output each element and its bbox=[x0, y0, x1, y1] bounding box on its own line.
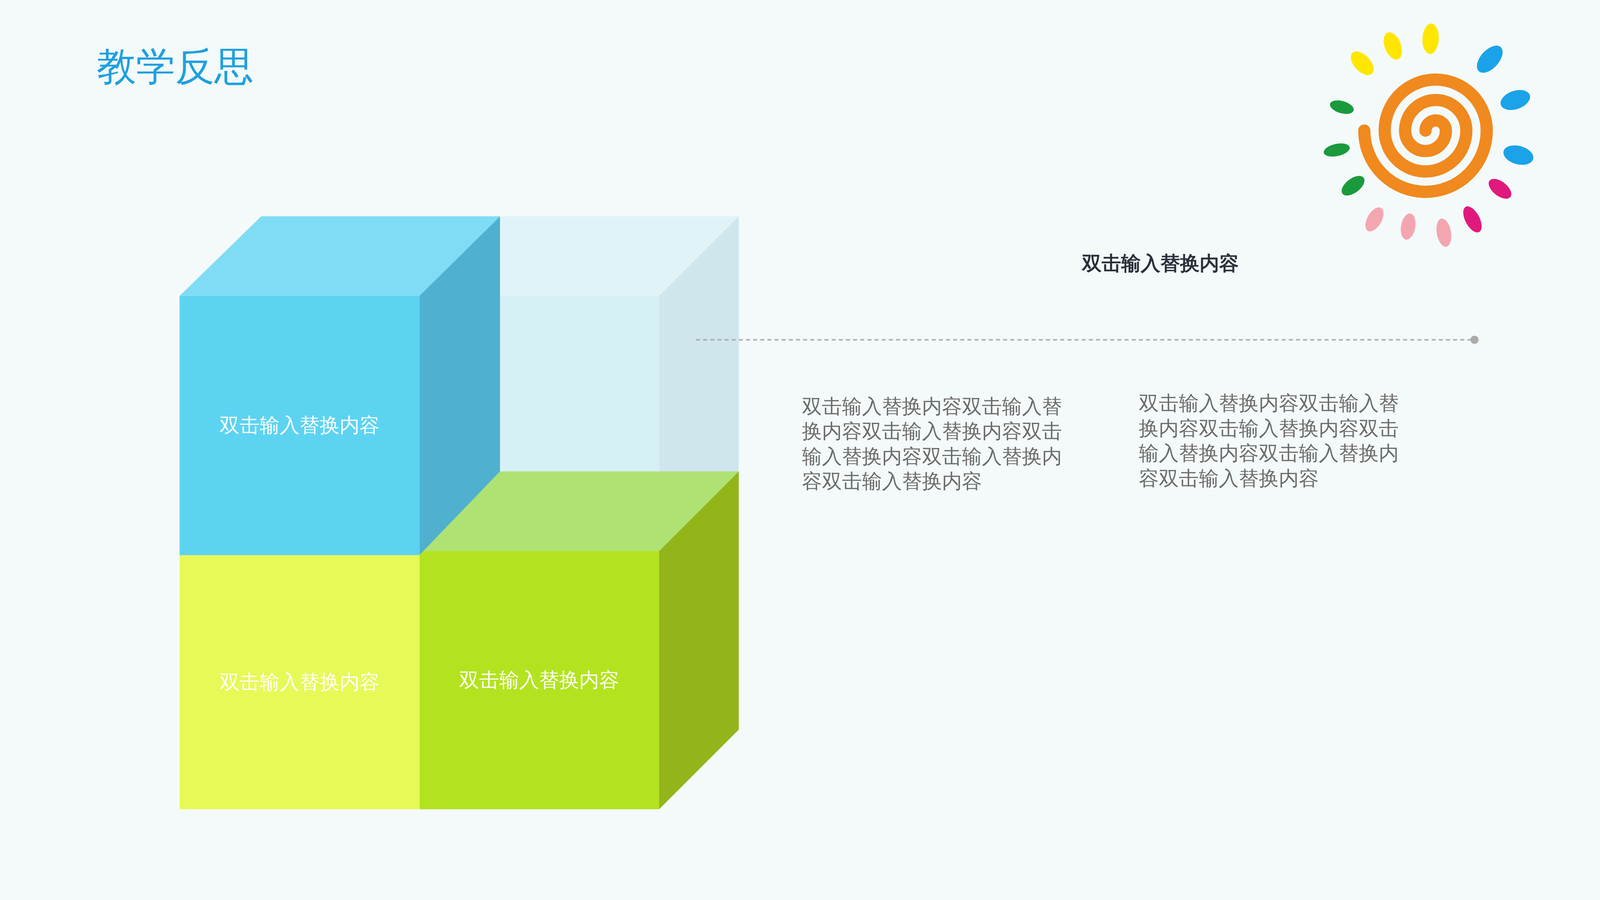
leader-dot bbox=[1470, 335, 1479, 344]
leader-line bbox=[696, 339, 1475, 341]
cube-face bbox=[179, 555, 420, 810]
cube-face bbox=[659, 471, 739, 810]
body-text: 双击输入替换内容双击输入替换内容双击输入替换内容双击输入替换内容双击输入替换内容… bbox=[1138, 390, 1413, 491]
page-title: 教学反思 bbox=[96, 40, 254, 94]
box-text: 双击输入替换内容 bbox=[219, 668, 380, 696]
cube-face bbox=[419, 216, 500, 556]
body-text: 双击输入替换内容双击输入替换内容双击输入替换内容双击输入替换内容双击输入替换内容… bbox=[802, 394, 1076, 494]
box-text: 双击输入替换内容 bbox=[459, 666, 620, 694]
cube-face bbox=[179, 296, 420, 556]
cube-box: 双击输入替换内容 bbox=[179, 296, 420, 556]
heading-text: 双击输入替换内容 bbox=[1082, 251, 1239, 276]
cube-face bbox=[419, 551, 659, 810]
sun-icon bbox=[1322, 23, 1536, 248]
box-text: 双击输入替换内容 bbox=[219, 412, 380, 439]
cube-box: 双击输入替换内容 bbox=[419, 551, 659, 810]
cube-box: 双击输入替换内容 bbox=[179, 555, 420, 810]
